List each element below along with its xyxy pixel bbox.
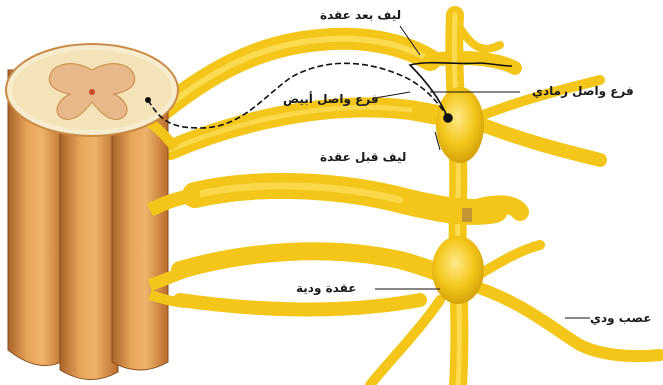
label-postganglionic-fiber: ليف بعد عقدة — [320, 8, 401, 22]
third-spinal-nerve — [180, 251, 455, 280]
label-white-ramus: فرع واصل أبيض — [283, 92, 379, 106]
middle-spinal-nerve — [170, 107, 470, 150]
nerve-network — [150, 15, 660, 385]
spinal-cord — [6, 44, 200, 380]
upper-ganglion — [436, 87, 484, 163]
label-preganglionic-fiber: ليف قبل عقدة — [320, 150, 406, 164]
label-gray-ramus: فرع واصل رمادي — [532, 84, 634, 98]
label-chain-ganglion: عقدة ودية — [296, 281, 356, 295]
chain-ganglion-shape — [432, 236, 484, 304]
label-sympathetic-nerve: عصب ودي — [590, 311, 652, 325]
